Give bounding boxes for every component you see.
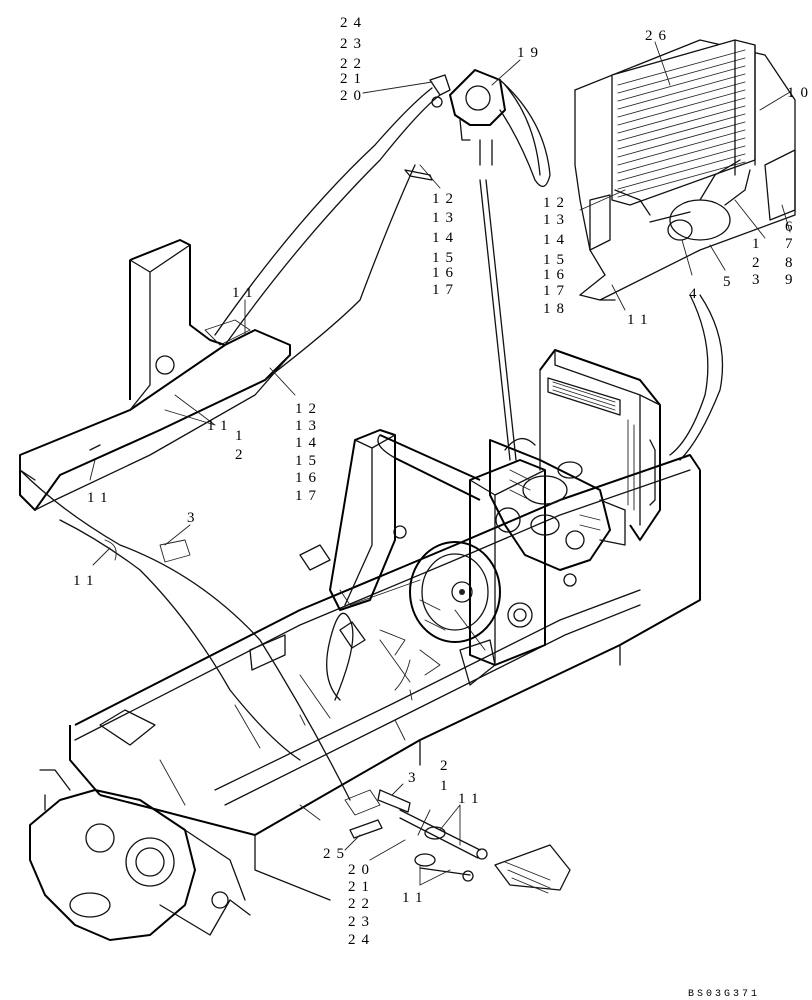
bottom-fittings [349,789,571,894]
label-bottom-1: 1 [440,778,454,794]
label-left-11-clip: 11 [73,573,99,589]
leader-lines [89,41,791,886]
label-22: 22 [340,56,367,72]
compressor-top [429,69,551,187]
label-center-14: 14 [432,230,459,246]
label-3-left: 3 [187,510,201,526]
label-right-18: 18 [543,301,570,317]
label-right-16: 16 [543,267,570,283]
label-left-2: 2 [235,447,249,463]
label-right-3: 3 [752,272,766,288]
lift-arm-left [19,239,291,511]
ac-hoses [19,87,724,801]
label-center-15: 15 [432,250,459,266]
label-19: 19 [517,45,544,61]
label-right-12: 12 [543,195,570,211]
label-left-11-top: 11 [232,285,258,301]
label-bottom-11-low: 11 [402,890,428,906]
label-9: 9 [785,272,799,288]
label-5: 5 [723,274,737,290]
label-8: 8 [785,255,799,271]
label-center-12: 12 [432,191,459,207]
label-bottom-22: 22 [348,896,375,912]
label-7: 7 [785,236,799,252]
callouts: 24 23 22 21 20 19 26 10 12 13 14 15 16 1… [73,15,812,948]
label-4: 4 [689,286,703,302]
label-bottom-23: 23 [348,914,375,930]
label-center-13: 13 [432,210,459,226]
label-bottom-20: 20 [348,862,375,878]
label-bottom-24: 24 [348,932,375,948]
label-left-11-bottom: 11 [87,490,113,506]
label-right-14: 14 [543,232,570,248]
drawing-reference-code: BS03G371 [688,989,760,1000]
label-right-11: 11 [627,312,653,328]
label-right-1: 1 [752,236,766,252]
label-left-17: 17 [295,488,322,504]
label-left-14: 14 [295,435,322,451]
label-right-17: 17 [543,283,570,299]
chassis-frame [29,429,701,941]
label-bottom-11-top: 11 [458,791,484,807]
label-right-15: 15 [543,252,570,268]
label-20: 20 [340,88,367,104]
label-left-13: 13 [295,418,322,434]
label-24: 24 [340,15,367,31]
label-left-11-mid: 11 [207,418,233,434]
label-23: 23 [340,36,367,52]
label-25: 25 [323,846,350,862]
label-10: 10 [787,85,812,101]
label-6: 6 [785,219,799,235]
label-left-12: 12 [295,401,322,417]
engine-assembly [489,349,661,587]
label-center-16: 16 [432,265,459,281]
label-left-15: 15 [295,453,322,469]
label-center-17: 17 [432,282,459,298]
label-right-2: 2 [752,255,766,271]
label-21: 21 [340,71,367,87]
label-26: 26 [645,28,672,44]
label-right-13: 13 [543,212,570,228]
label-bottom-3: 3 [408,770,422,786]
label-bottom-21: 21 [348,879,375,895]
label-left-1: 1 [235,428,249,444]
label-bottom-2: 2 [440,758,454,774]
label-left-16: 16 [295,470,322,486]
condenser-inset [574,39,796,301]
